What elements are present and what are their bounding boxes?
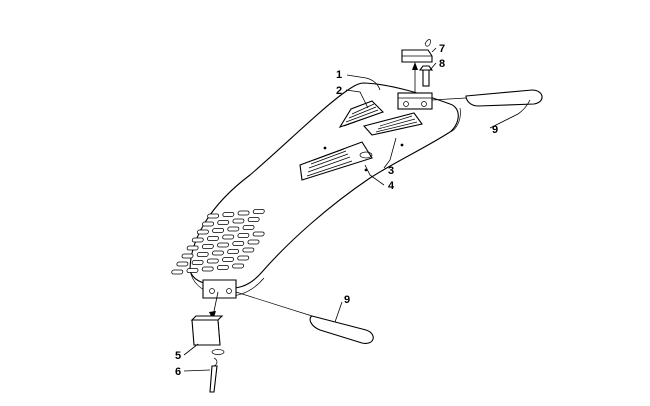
vent-slot <box>202 221 214 227</box>
decal-4 <box>299 141 373 181</box>
vent-slot <box>186 268 199 273</box>
pin-6 <box>209 357 218 393</box>
vent-slot <box>217 220 230 225</box>
vent-slot <box>207 236 219 241</box>
retainer-9-lower <box>235 291 374 345</box>
vent-slot <box>212 228 225 233</box>
front-hinge-bracket <box>202 279 237 299</box>
vent-slot <box>232 241 245 246</box>
vent-slot <box>232 263 245 269</box>
vent-slot <box>237 210 250 216</box>
vent-slot <box>196 229 209 235</box>
decal-2 <box>338 100 385 129</box>
vent-slot <box>181 253 194 259</box>
vent-slot <box>201 266 214 272</box>
vent-slot <box>232 218 245 224</box>
callout-4: 4 <box>388 180 395 192</box>
vent-slot <box>201 244 214 249</box>
callout-5: 5 <box>175 350 181 362</box>
vent-slot <box>216 265 229 270</box>
vent-slot <box>212 250 224 256</box>
vent-slot <box>247 217 260 222</box>
vent-slot <box>252 209 265 214</box>
vent-slot <box>191 260 204 265</box>
vent-slot <box>237 255 250 261</box>
decal-3 <box>362 112 423 136</box>
vent-slot <box>222 212 235 217</box>
vent-slot <box>206 258 219 264</box>
vent-slot <box>186 245 199 251</box>
vent-slot <box>242 247 255 253</box>
seat-panel <box>189 82 461 297</box>
vent-slots <box>171 209 265 275</box>
vent-slot <box>217 242 229 248</box>
rear-hinge-bracket <box>397 92 433 110</box>
vent-slot <box>237 233 250 238</box>
callout-2: 2 <box>336 85 342 97</box>
callout-8: 8 <box>439 58 445 70</box>
hinge-block-7 <box>401 49 433 63</box>
vent-slot <box>227 226 240 232</box>
retainer-9-upper <box>431 89 543 107</box>
vent-slot <box>196 252 209 257</box>
vent-slot <box>227 249 240 254</box>
vent-slot <box>207 213 220 219</box>
vent-slot <box>222 234 235 240</box>
callout-1: 1 <box>336 69 342 81</box>
vent-slot <box>247 239 260 245</box>
callout-3: 3 <box>388 165 394 177</box>
pin-8 <box>418 65 434 87</box>
vent-slot <box>222 257 234 262</box>
vent-slot <box>171 269 184 275</box>
hinge-block-5 <box>190 315 225 355</box>
callout-9-lower: 9 <box>344 294 350 306</box>
callout-6: 6 <box>175 366 181 378</box>
vent-slot <box>191 237 204 243</box>
vent-slot <box>252 231 265 237</box>
callout-9-upper: 9 <box>492 124 498 136</box>
vent-slot <box>242 225 255 230</box>
vent-slot <box>176 261 189 267</box>
leader-lines <box>183 47 531 372</box>
callout-7: 7 <box>439 43 445 55</box>
